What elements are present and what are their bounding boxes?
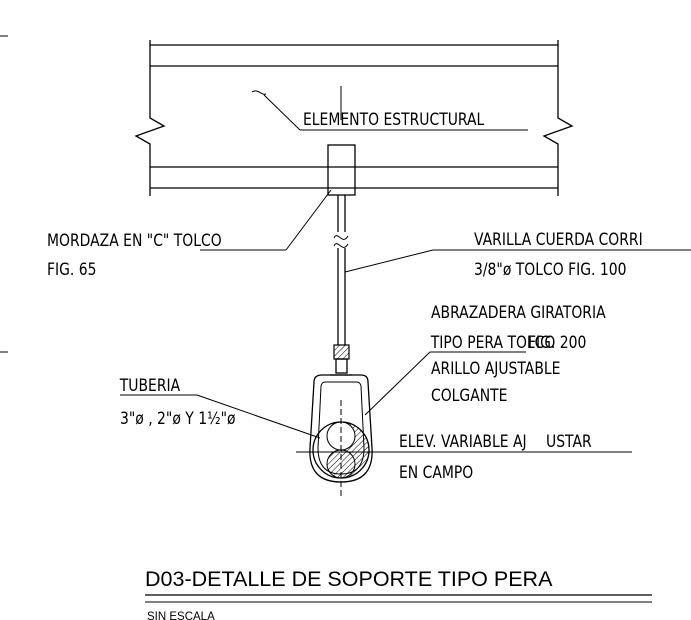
label-elev-2: EN CAMPO [399,463,473,483]
label-hanger-2b: FIG. 200 [528,333,586,353]
label-hanger-1: ABRAZADERA GIRATORIA [431,303,606,323]
hex-nut [333,344,350,360]
label-rod-1: VARILLA CUERDA CORRI [474,230,643,250]
label-elev-1a: ELEV. VARIABLE AJ [399,432,527,452]
leader-rod [344,249,434,273]
pipe-section-hatch [326,421,370,479]
label-clamp-1: MORDAZA EN "C" TOLCO [47,231,222,251]
leader-pipe [196,394,321,439]
label-hanger-3: ARILLO AJUSTABLE [431,359,560,379]
leader-clamp [285,189,332,251]
threaded-rod [333,195,349,345]
label-pipe-2: 3"ø , 2"ø Y 1½"ø [120,409,236,429]
label-pipe-1: TUBERIA [119,376,181,396]
structural-beam [134,40,574,196]
label-hanger-2a: TIPO PERA TOLCO [430,333,555,353]
label-rod-2: 3/8"ø TOLCO FIG. 100 [474,260,626,280]
c-clamp [327,144,356,196]
drawing-title: D03-DETALLE DE SOPORTE TIPO PERA [145,567,553,591]
leader-hanger [364,351,431,416]
break-line-right [542,40,574,196]
label-clamp-2: FIG. 65 [47,260,96,280]
label-hanger-4: COLGANTE [431,386,508,406]
scale-note: SIN ESCALA [147,611,215,620]
leader-squiggle [251,90,267,95]
swivel-nut [335,358,348,374]
leader-structure [263,94,301,131]
label-elev-1b: USTAR [546,432,592,452]
break-line-left [134,40,166,196]
label-structure: ELEMENTO ESTRUCTURAL [303,110,485,130]
